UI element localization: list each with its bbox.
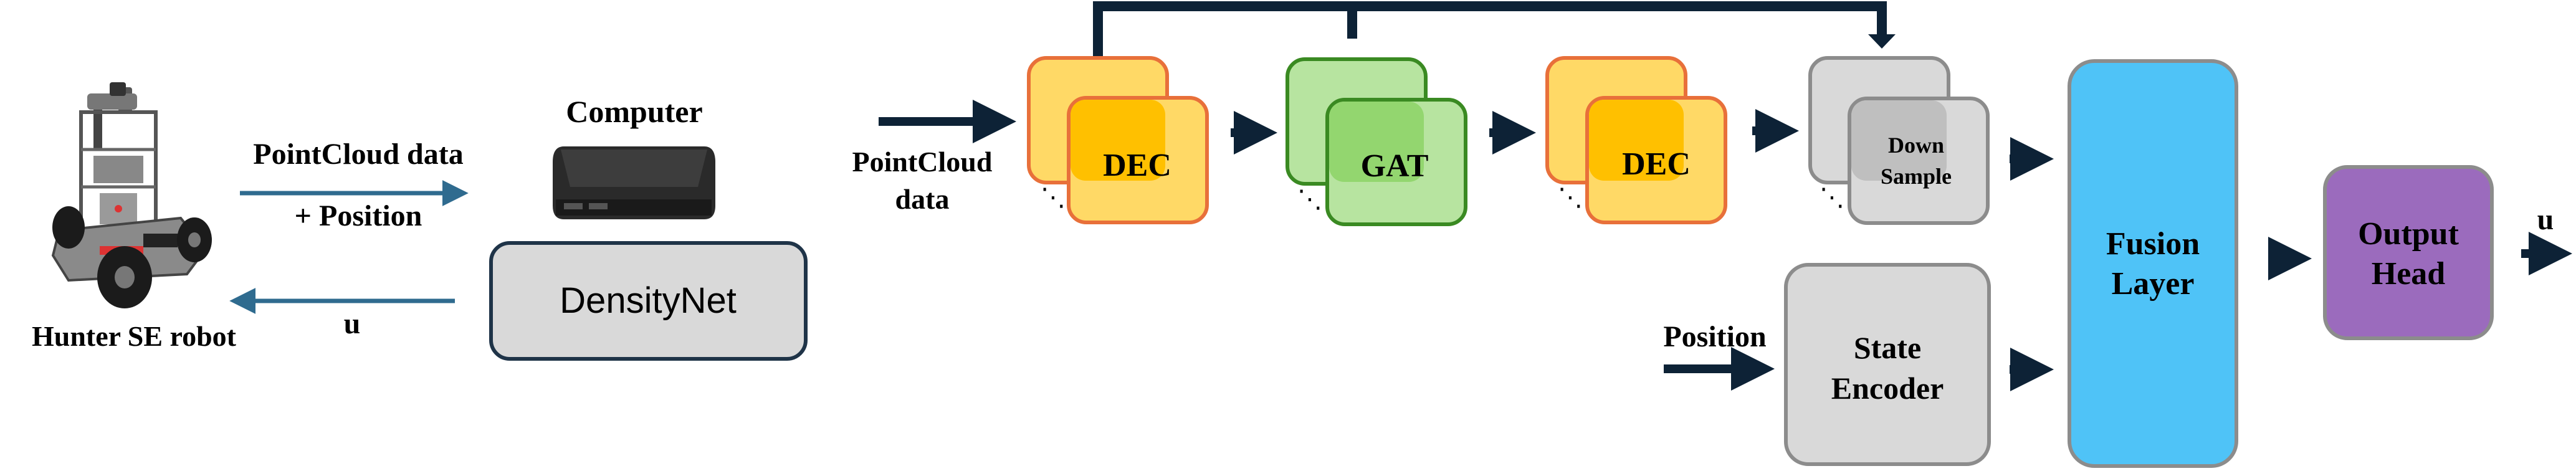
- state-encoder-box: [1784, 263, 1991, 466]
- ellipsis-icon: ⋱: [1558, 184, 1583, 211]
- output-label: u: [2537, 203, 2554, 236]
- densitynet-label: DensityNet: [560, 280, 737, 321]
- pointcloud-position-label-1: PointCloud data: [253, 138, 463, 171]
- output-head-label-1: Output: [2358, 216, 2459, 252]
- state-encoder-label-1: State: [1854, 330, 1921, 365]
- skip-connection: [1093, 1, 1896, 59]
- ellipsis-icon: ⋱: [1041, 184, 1066, 211]
- gat-block: ⋱: [1286, 57, 1467, 226]
- downsample-label-1: Down: [1888, 133, 1944, 158]
- downsample-block: ⋱: [1808, 56, 1990, 225]
- dec-block-1: ⋱: [1027, 56, 1209, 224]
- mini-pc-icon: [553, 146, 715, 219]
- input-label-2: data: [895, 183, 950, 215]
- position-label: Position: [1663, 320, 1766, 353]
- state-encoder-label-2: Encoder: [1831, 371, 1944, 406]
- fusion-label-2: Layer: [2112, 266, 2195, 302]
- dec-2-label: DEC: [1622, 146, 1691, 182]
- computer-label: Computer: [566, 94, 702, 129]
- downsample-label-2: Sample: [1881, 164, 1952, 189]
- control-output-label: u: [344, 307, 361, 340]
- dec-1-label: DEC: [1103, 148, 1171, 183]
- fusion-layer-box: [2068, 59, 2238, 468]
- densitynet-box: [489, 241, 808, 361]
- robot-photo-icon: [51, 82, 212, 308]
- robot-label: Hunter SE robot: [32, 320, 237, 352]
- gat-label: GAT: [1361, 148, 1429, 184]
- ellipsis-icon: ⋱: [1297, 186, 1322, 213]
- input-label-1: PointCloud: [852, 146, 993, 178]
- pointcloud-position-label-2: + Position: [295, 199, 422, 232]
- output-head-box: [2323, 165, 2494, 340]
- fusion-label-1: Fusion: [2106, 226, 2200, 262]
- output-head-label-2: Head: [2372, 256, 2446, 292]
- ellipsis-icon: ⋱: [1820, 184, 1844, 211]
- dec-block-2: ⋱: [1545, 56, 1727, 224]
